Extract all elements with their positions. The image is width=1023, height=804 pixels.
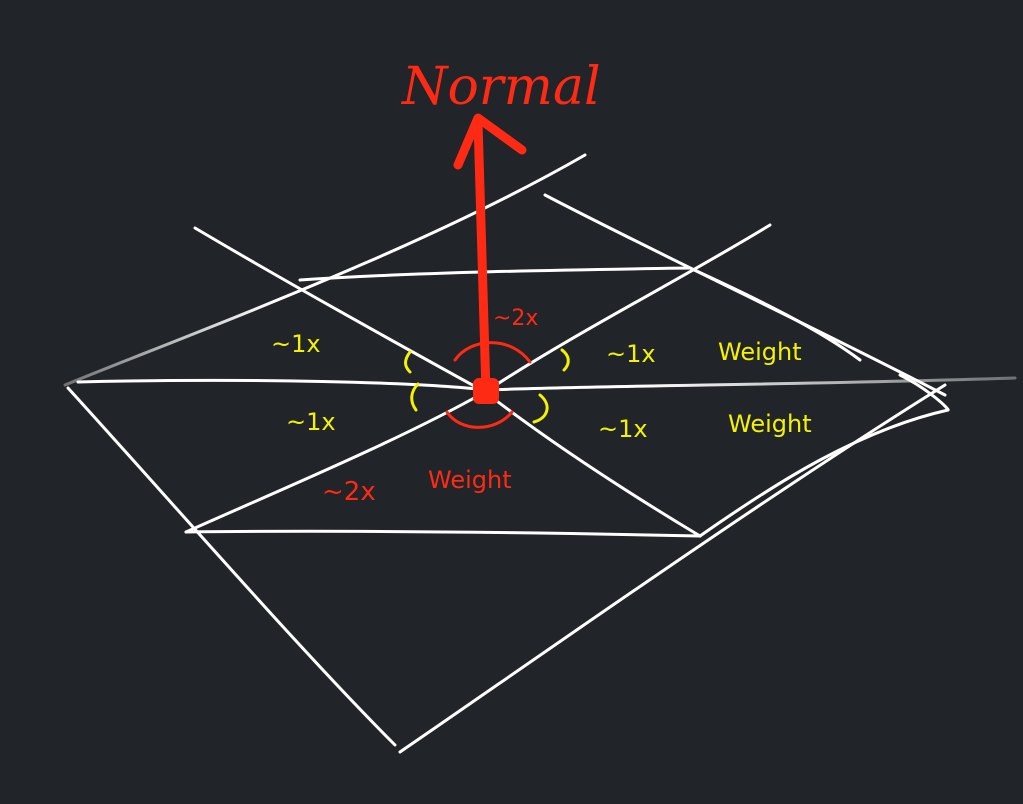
edge-diagonal-topleft — [193, 226, 487, 394]
edge-left-to-top — [63, 153, 587, 387]
edge-left-to-bottom — [66, 386, 397, 747]
right-top-weight-label: Weight — [718, 338, 802, 366]
right-top-weight-value: ~1x — [606, 340, 656, 368]
angle-mark-right-bottom-yellow — [532, 393, 549, 424]
edge-right-tail — [898, 373, 950, 412]
mid-left-weight-value: ~1x — [286, 408, 336, 436]
edge-horizontal-middle — [76, 376, 1017, 392]
bottom-weight-value: ~2x — [322, 477, 376, 507]
edge-top-right-small — [688, 266, 862, 362]
bottom-weight-label: Weight — [428, 466, 512, 494]
normal-label: Normal — [400, 57, 601, 117]
angle-markers — [404, 341, 570, 429]
normal-arrow-head — [453, 113, 527, 170]
normal-arrow — [453, 113, 527, 397]
angle-mark-top-red — [453, 341, 532, 364]
angle-mark-bottom-red — [445, 410, 514, 429]
right-bottom-weight-value: ~1x — [598, 415, 648, 443]
edge-diagonal-bottomleft — [184, 390, 487, 534]
angle-mark-left-bottom-yellow — [410, 382, 420, 412]
normal-arrow-shaft — [473, 117, 491, 397]
right-bottom-weight-label: Weight — [728, 410, 812, 438]
edge-right-outer — [698, 408, 950, 538]
angle-mark-left-top-yellow — [404, 350, 412, 374]
edge-bottom-inner — [184, 529, 702, 538]
edge-top-inner — [298, 266, 692, 282]
edge-diagonal-topright — [483, 223, 772, 394]
edge-diagonal-bottomright — [483, 390, 702, 538]
center-vertex — [473, 378, 499, 404]
mesh-edges — [63, 153, 1017, 754]
center-angle-label: ~2x — [493, 306, 538, 331]
top-left-weight-value: ~1x — [271, 330, 321, 358]
edge-bottom-to-right — [398, 383, 947, 754]
angle-mark-right-top-yellow — [560, 348, 570, 372]
